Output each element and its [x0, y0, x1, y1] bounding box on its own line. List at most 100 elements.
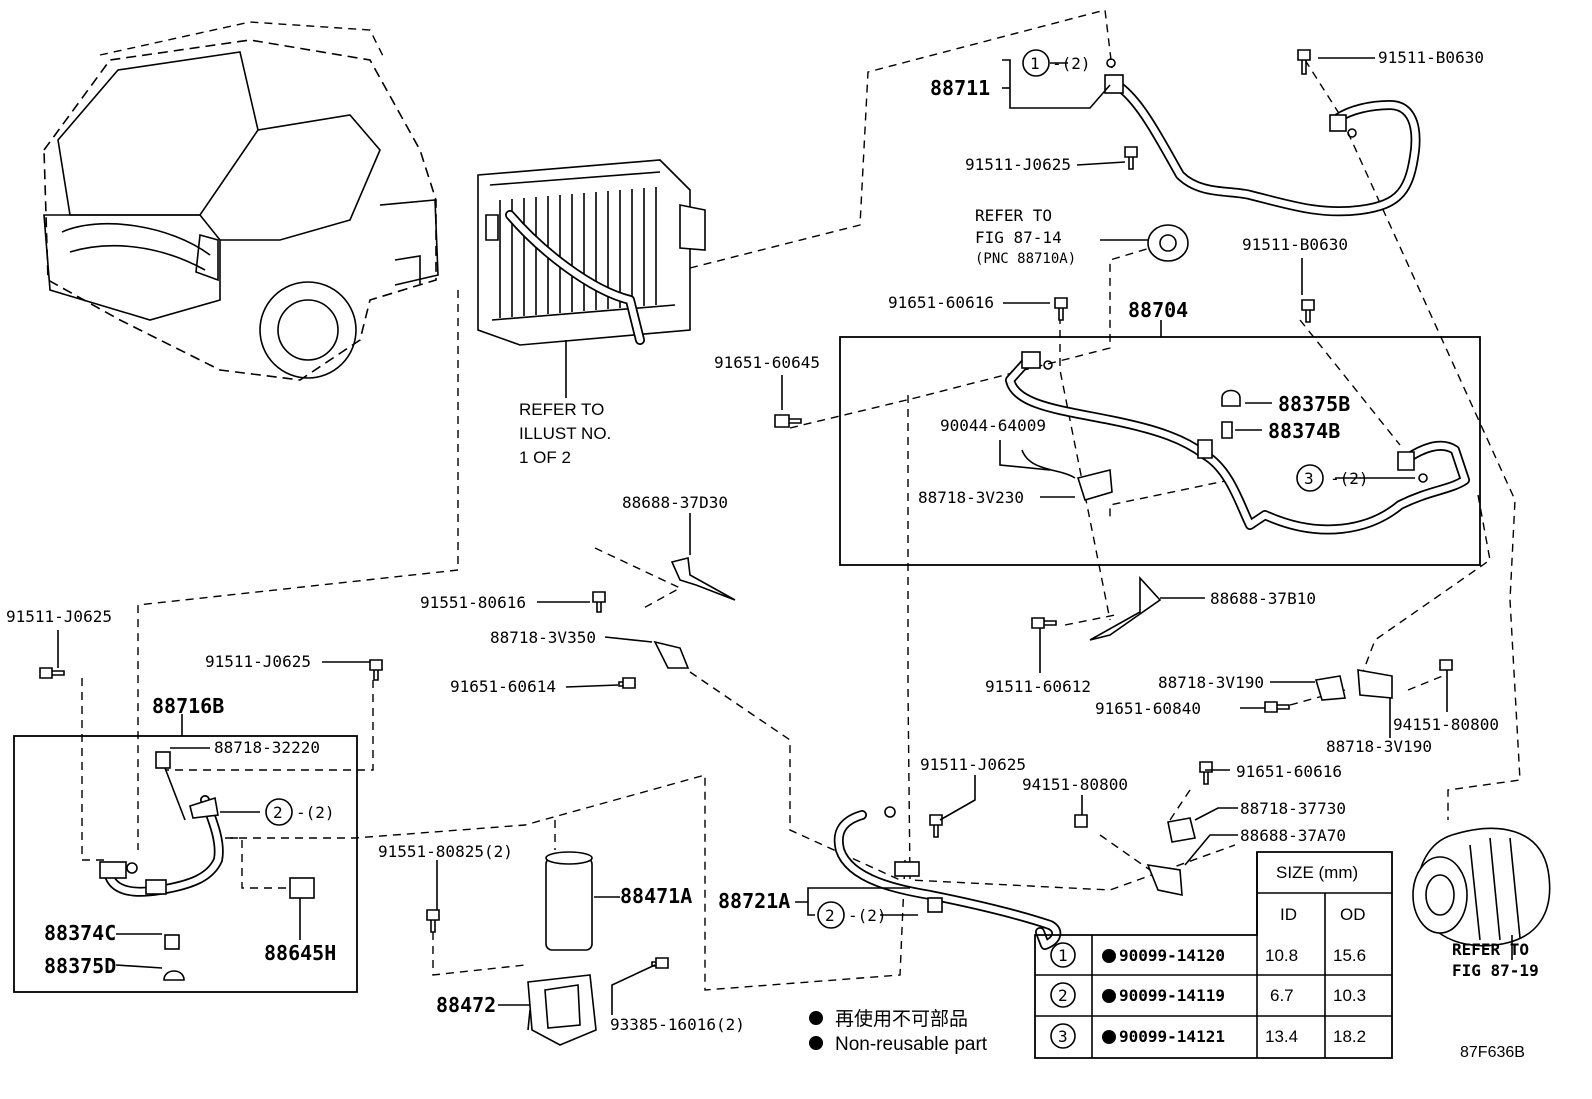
label-refer-87-19-line2: FIG 87-19 [1452, 961, 1539, 980]
label-88721a: 88721A [718, 889, 790, 913]
filled-dot-icon [809, 1011, 823, 1025]
pipe-88704 [1005, 351, 1470, 535]
label-88688-37a70: 88688-37A70 [1240, 826, 1346, 845]
ring-2-left-number: 2 [273, 803, 283, 822]
table-row-3-id: 13.4 [1265, 1027, 1298, 1046]
label-88375b: 88375B [1278, 392, 1350, 416]
ring-2-low-number: 2 [825, 906, 835, 925]
label-91651-60645: 91651-60645 [714, 353, 820, 372]
pipe-88711 [1104, 58, 1421, 217]
bracket-88688-37d30-icon [670, 557, 736, 601]
pipe-88716b [99, 751, 224, 897]
callout-ring-3 [1296, 464, 1324, 492]
table-row-3-no: 3 [1058, 1027, 1068, 1046]
callout-ring-1 [1022, 49, 1050, 77]
table-row-3-part: 90099-14121 [1119, 1027, 1225, 1046]
clamp-88718-3v190-b-icon [1357, 669, 1393, 699]
label-91511-b0630-top: 91511-B0630 [1378, 48, 1484, 67]
diagram-code: 87F636B [1460, 1044, 1525, 1061]
label-88374c: 88374C [44, 921, 116, 945]
label-88718-3v350: 88718-3V350 [490, 628, 596, 647]
label-88716b: 88716B [152, 694, 224, 718]
box-88704 [839, 336, 1481, 566]
legend: 再使用不可部品 Non-reusable part [809, 1008, 988, 1055]
label-91511-j0625-left: 91511-J0625 [6, 607, 112, 626]
label-91551-80616: 91551-80616 [420, 593, 526, 612]
valve-core-88374c-icon [164, 934, 180, 950]
bracket-88688-37a70-icon [1146, 863, 1183, 897]
label-88718-3v190-a: 88718-3V190 [1158, 673, 1264, 692]
label-91511-j0625-top: 91511-J0625 [965, 155, 1071, 174]
label-refer-87-19-line1: REFER TO [1452, 940, 1529, 959]
label-refer-illust-line1: REFER TO [519, 400, 604, 419]
box-88716b [13, 735, 358, 993]
filled-dot-icon [809, 1036, 823, 1050]
label-88645h: 88645H [264, 941, 336, 965]
label-88374b: 88374B [1268, 419, 1340, 443]
col-od-header: OD [1340, 905, 1366, 924]
compressor-illustration [1412, 827, 1551, 960]
legend-jp: 再使用不可部品 [835, 1008, 968, 1030]
label-refer-87-14-line3: (PNC 88710A) [975, 251, 1076, 267]
label-90044-64009: 90044-64009 [940, 416, 1046, 435]
pipe-88721a [833, 806, 1062, 950]
receiver-dryer-illustration [527, 851, 597, 1046]
refer-87-14-part-icon [1147, 224, 1189, 262]
label-refer-illust-line2: ILLUST NO. [519, 424, 611, 443]
label-94151-80800-right: 94151-80800 [1393, 715, 1499, 734]
ring-3-qty: -(2) [1330, 469, 1369, 488]
table-row-1-id: 10.8 [1265, 946, 1298, 965]
table-row-2-od: 10.3 [1333, 986, 1366, 1005]
cap-88375d-icon [163, 970, 185, 981]
table-row-1-no: 1 [1058, 946, 1068, 965]
part-labels: 88711 1 -(2) 91511-B0630 91511-J0625 REF… [6, 48, 1539, 1061]
leader-lines-solid [57, 57, 1448, 1015]
bolt-icons [39, 49, 1453, 969]
label-91511-60612: 91511-60612 [985, 677, 1091, 696]
table-row-2-part: 90099-14119 [1119, 986, 1225, 1005]
label-91551-80825: 91551-80825(2) [378, 842, 513, 861]
label-91651-60616-low: 91651-60616 [1236, 762, 1342, 781]
label-88718-3v230: 88718-3V230 [918, 488, 1024, 507]
legend-en: Non-reusable part [835, 1034, 988, 1055]
label-88472: 88472 [436, 993, 496, 1017]
label-88704: 88704 [1128, 298, 1188, 322]
label-88711: 88711 [930, 76, 990, 100]
switch-88645h-icon [289, 877, 315, 899]
table-row-2-no: 2 [1058, 986, 1068, 1005]
label-88688-37b10: 88688-37B10 [1210, 589, 1316, 608]
label-88375d: 88375D [44, 954, 116, 978]
ring-3-number: 3 [1304, 469, 1314, 488]
valve-core-88374b-icon [1221, 421, 1233, 439]
clamp-88718-3v230-icon [1076, 468, 1113, 501]
label-93385-16016: 93385-16016(2) [610, 1015, 745, 1034]
label-88718-32220: 88718-32220 [214, 738, 320, 757]
label-94151-80800-mid: 94151-80800 [1022, 775, 1128, 794]
table-row-1-od: 15.6 [1333, 946, 1366, 965]
callout-ring-2-left [265, 798, 293, 826]
label-refer-87-14-line1: REFER TO [975, 206, 1052, 225]
bracket-88688-37b10-icon [1089, 575, 1162, 641]
condenser-illustration [477, 159, 706, 398]
label-88718-3v190-b: 88718-3V190 [1326, 737, 1432, 756]
label-88718-37730: 88718-37730 [1240, 799, 1346, 818]
ring-1-qty: -(2) [1052, 54, 1091, 73]
ring-2-low-qty: -(2) [848, 906, 887, 925]
truck-illustration [43, 21, 439, 381]
label-91511-j0625-mid: 91511-J0625 [205, 652, 311, 671]
col-id-header: ID [1280, 905, 1297, 924]
label-refer-87-14-line2: FIG 87-14 [975, 228, 1062, 247]
label-88688-37d30: 88688-37D30 [622, 493, 728, 512]
table-row-2-id: 6.7 [1270, 986, 1294, 1005]
label-91511-j0625-low: 91511-J0625 [920, 755, 1026, 774]
label-88471a: 88471A [620, 884, 692, 908]
cap-88375b-icon [1221, 389, 1241, 407]
size-header: SIZE (mm) [1276, 863, 1358, 882]
label-91651-60614: 91651-60614 [450, 677, 556, 696]
ring-1-number: 1 [1030, 54, 1040, 73]
ring-2-left-qty: -(2) [296, 803, 335, 822]
label-91511-b0630-mid: 91511-B0630 [1242, 235, 1348, 254]
clamp-88718-3v350-icon [653, 640, 690, 669]
size-table: SIZE (mm) ID OD 1 90099-14120 10.8 15.6 … [1034, 851, 1393, 1059]
